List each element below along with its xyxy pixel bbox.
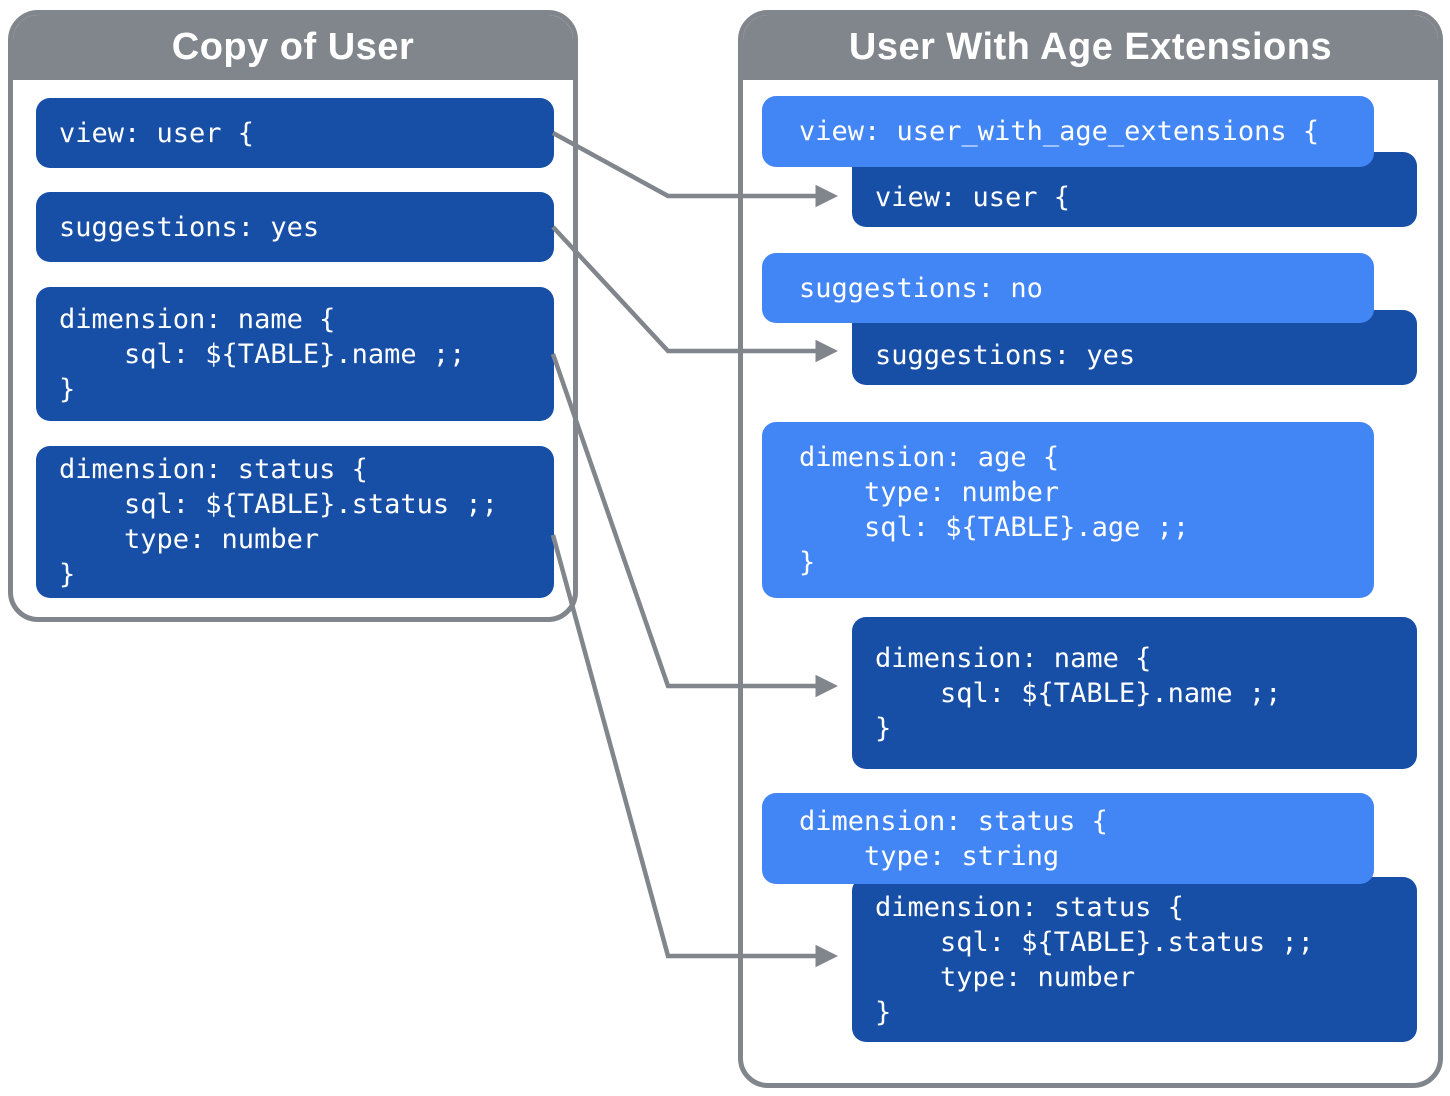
code-block-dimension-name: dimension: name { sql: ${TABLE}.name ;; …: [36, 287, 554, 421]
code-block-view-user-with-age-extensions: view: user_with_age_extensions {: [762, 96, 1374, 167]
panel-copy-of-user: Copy of User view: user { suggestions: y…: [8, 10, 578, 622]
code-block-dimension-status-override: dimension: status { type: string: [762, 793, 1374, 884]
panel-user-with-age-extensions: User With Age Extensions view: user { vi…: [738, 10, 1443, 1088]
code-block-suggestions-yes: suggestions: yes: [36, 192, 554, 262]
panel-title: User With Age Extensions: [848, 26, 1333, 68]
panel-copy-of-user-header: Copy of User: [13, 15, 573, 80]
code-block-dimension-status: dimension: status { sql: ${TABLE}.status…: [36, 446, 554, 598]
code-block-view-user: view: user {: [36, 98, 554, 168]
code-block-inherited-dimension-status: dimension: status { sql: ${TABLE}.status…: [852, 877, 1417, 1042]
code-block-inherited-dimension-name: dimension: name { sql: ${TABLE}.name ;; …: [852, 617, 1417, 769]
code-block-suggestions-no: suggestions: no: [762, 253, 1374, 323]
panel-title: Copy of User: [171, 26, 415, 68]
code-block-dimension-age: dimension: age { type: number sql: ${TAB…: [762, 422, 1374, 598]
panel-user-with-age-extensions-header: User With Age Extensions: [743, 15, 1438, 80]
